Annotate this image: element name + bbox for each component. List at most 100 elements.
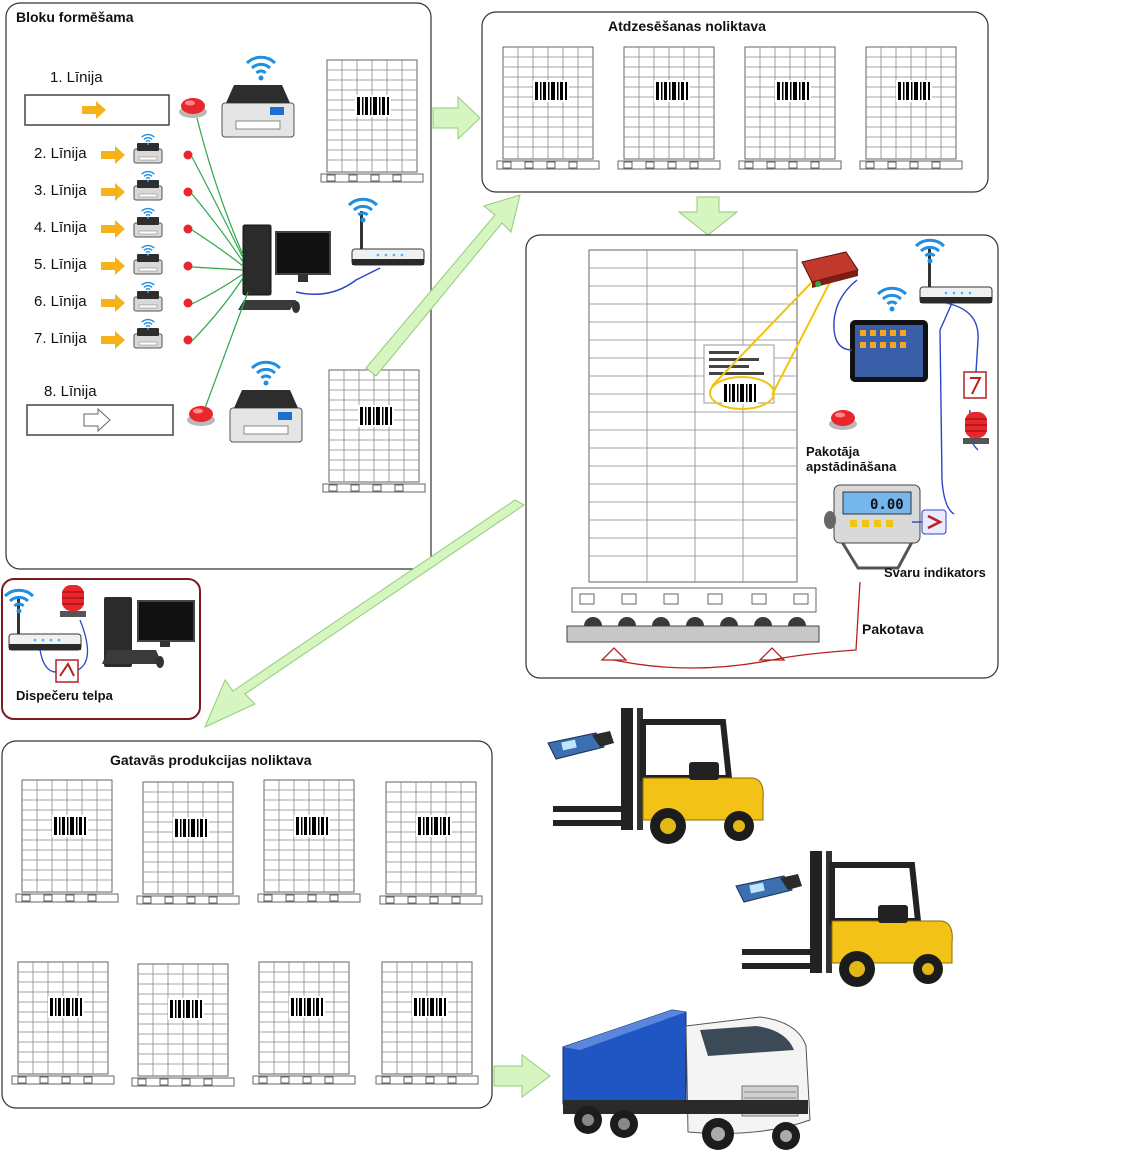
flow-arrow-forming-to-cooling [432, 95, 481, 141]
line-1-conveyor [24, 94, 170, 126]
line-2-row: 2. Līnija [34, 133, 193, 164]
flow-arrows [204, 95, 739, 1098]
block-forming-title: Bloku formēšama [16, 9, 134, 25]
dispatcher-computer-icon [102, 597, 195, 668]
packing-section: Pakotāja apstādināšana 0.00 Svaru indika… [525, 234, 999, 679]
finished-pallet-7 [252, 961, 356, 1085]
barcode-icon [355, 95, 391, 117]
line-5-stop-button-icon[interactable] [183, 261, 193, 271]
control-wires [191, 117, 249, 409]
forklift-icon [742, 851, 952, 987]
cooling-pallet-2 [617, 46, 721, 170]
line-7-printer-icon [133, 327, 163, 349]
cooling-pallet-1 [496, 46, 600, 170]
line-8-conveyor [26, 404, 174, 436]
barcode-icon [52, 815, 88, 837]
computer-router-cable [295, 267, 381, 295]
dispatcher-cables [39, 619, 89, 673]
dispatcher-room-title: Dispečeru telpa [16, 688, 114, 703]
packing-conveyor [566, 581, 861, 669]
finished-warehouse-title: Gatavās produkcijas noliktava [110, 752, 312, 768]
finished-pallet-8 [375, 961, 479, 1085]
line-1-printer-icon [221, 84, 295, 138]
line-8-label: 8. Līnija [44, 383, 97, 400]
line-2-label: 2. Līnija [34, 145, 87, 162]
line-6-row: 6. Līnija [34, 281, 193, 312]
forming-computer-icon [238, 224, 331, 313]
line-2-printer-icon [133, 142, 163, 164]
line-4-row: 4. Līnija [34, 207, 193, 238]
dispatcher-beacon-icon [59, 584, 87, 618]
cooling-pallet-3 [738, 46, 842, 170]
finished-pallet-3 [257, 779, 361, 903]
packing-pallet-stack [571, 249, 817, 613]
line-5-row: 5. Līnija [34, 244, 193, 275]
packer-stop-label-2: apstādināšana [806, 459, 897, 474]
truck-icon [562, 1009, 811, 1150]
barcode-icon [168, 998, 204, 1020]
formed-pallet-2 [322, 369, 426, 493]
forklift-icon [553, 708, 763, 844]
scale-indicator-icon: 0.00 [824, 484, 921, 570]
line-3-label: 3. Līnija [34, 182, 87, 199]
scale-indicator-label: Svaru indikators [884, 565, 986, 580]
barcode-icon [294, 815, 330, 837]
pallet-label [703, 344, 775, 410]
tablet-icon [850, 320, 928, 382]
packer-stop-label-1: Pakotāja [806, 444, 860, 459]
barcode-icon [654, 80, 690, 102]
handheld-scanner-icon [547, 730, 615, 760]
line-3-row: 3. Līnija [34, 170, 193, 201]
finished-pallet-2 [136, 781, 240, 905]
scale-wire [613, 581, 861, 669]
flow-arrow-finished-to-truck [493, 1054, 551, 1098]
handheld-scanner-icon [735, 873, 803, 903]
converter-icon [921, 509, 947, 535]
block-forming-section: Bloku formēšama 1. Līnija 2. Līnija 3. L… [5, 2, 432, 570]
finished-pallet-4 [379, 781, 483, 905]
finished-warehouse-section: Gatavās produkcijas noliktava [1, 740, 493, 1109]
line-6-stop-button-icon[interactable] [183, 298, 193, 308]
line-5-printer-icon [133, 253, 163, 275]
packer-label: Pakotava [862, 621, 924, 637]
dispatcher-room-section: Dispečeru telpa [1, 578, 201, 720]
scale-display: 0.00 [870, 497, 904, 513]
cooling-warehouse-section: Atdzesēšanas noliktava [481, 11, 989, 193]
line-8-printer-icon [229, 389, 303, 443]
line-4-printer-icon [133, 216, 163, 238]
barcode-icon [896, 80, 932, 102]
barcode-icon [289, 996, 325, 1018]
flow-arrow-forming-to-cooling-diag [365, 194, 521, 377]
relay-icon [963, 371, 987, 399]
scan-highlight [711, 281, 831, 396]
barcode-icon [533, 80, 569, 102]
formed-pallet-1 [320, 59, 424, 183]
barcode-icon [173, 817, 209, 839]
line-7-row: 7. Līnija [34, 318, 193, 349]
barcode-icon [358, 405, 394, 427]
cooling-pallet-4 [859, 46, 963, 170]
line-6-printer-icon [133, 290, 163, 312]
line-3-stop-button-icon[interactable] [183, 187, 193, 197]
cooling-warehouse-title: Atdzesēšanas noliktava [608, 18, 766, 34]
line-7-stop-button-icon[interactable] [183, 335, 193, 345]
line-4-label: 4. Līnija [34, 219, 87, 236]
flow-arrow-cooling-to-packing [677, 196, 739, 236]
line-4-stop-button-icon[interactable] [183, 224, 193, 234]
label-scanner-icon [801, 251, 859, 288]
flow-arrow-packing-to-finished [204, 499, 525, 728]
line-1-label: 1. Līnija [50, 69, 103, 86]
finished-pallet-6 [131, 963, 235, 1087]
dispatcher-relay-icon [55, 659, 79, 683]
line-6-label: 6. Līnija [34, 293, 87, 310]
barcode-icon [416, 815, 452, 837]
line-5-label: 5. Līnija [34, 256, 87, 273]
barcode-icon [48, 996, 84, 1018]
finished-pallet-5 [11, 961, 115, 1085]
line-2-stop-button-icon[interactable] [183, 150, 193, 160]
beacon-light-icon [962, 411, 990, 445]
finished-pallet-1 [15, 779, 119, 903]
barcode-icon [775, 80, 811, 102]
line-3-printer-icon [133, 179, 163, 201]
